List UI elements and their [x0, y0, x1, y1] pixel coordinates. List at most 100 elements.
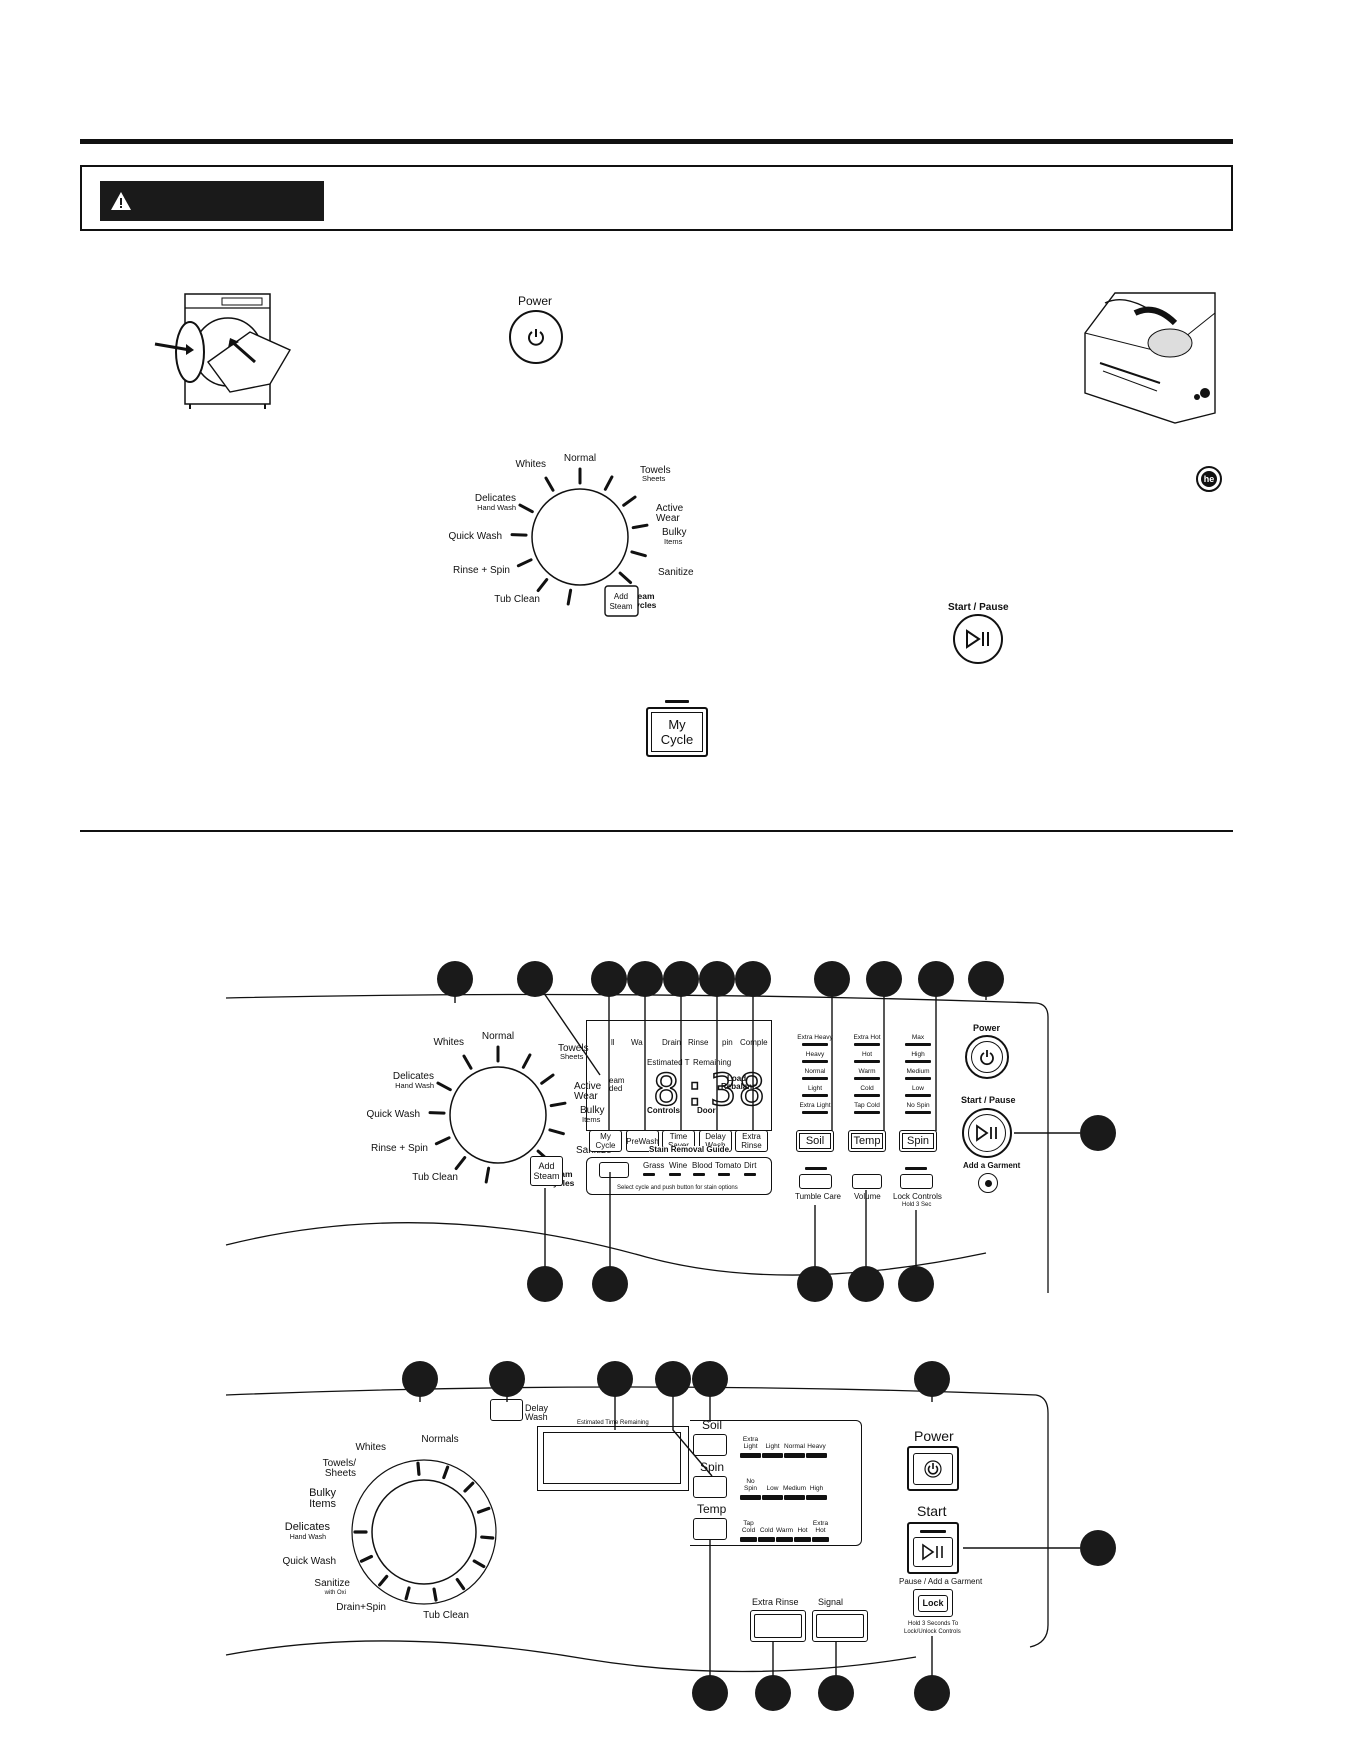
spin-level-indicator — [905, 1043, 931, 1046]
dial-label: Items — [309, 1498, 336, 1510]
display-top-6: Comple — [740, 1038, 768, 1047]
dial-tick — [454, 1156, 467, 1171]
lock-controls-button[interactable] — [900, 1174, 933, 1189]
panel1-start-pause-button[interactable] — [962, 1108, 1012, 1158]
stain-bar-2 — [669, 1173, 681, 1176]
power-icon — [980, 1050, 994, 1066]
dial-label: Hand Wash — [290, 1534, 326, 1541]
panel1-start-pause-label: Start / Pause — [961, 1095, 1016, 1105]
dial-tick — [432, 1587, 438, 1602]
panel2-cycle-dial: NormalsWhitesTowels/SheetsBulkyItemsDeli… — [282, 1434, 497, 1621]
signal-label: Signal — [818, 1597, 844, 1607]
lock-inner: Lock — [918, 1594, 948, 1612]
callout-p2-8 — [692, 1675, 728, 1711]
dial-tick — [548, 1128, 565, 1136]
lock-indicator — [905, 1167, 927, 1170]
soil-level-label: Light — [765, 1443, 780, 1450]
panel1-power-label: Power — [973, 1023, 1001, 1033]
callout-p1-7 — [735, 961, 771, 997]
panel2-temp-button[interactable] — [693, 1518, 727, 1540]
callout-p1-15 — [797, 1266, 833, 1302]
callout-p1-8 — [814, 961, 850, 997]
spin-level-indicator — [806, 1495, 827, 1500]
dial-label: Tub Clean — [412, 1172, 458, 1183]
dial-tick — [484, 1166, 491, 1184]
dial-label: Whites — [433, 1037, 464, 1048]
dial-label: Quick Wash — [282, 1556, 336, 1567]
stain-item-dirt: Dirt — [744, 1161, 757, 1170]
spin-level-indicator — [905, 1111, 931, 1114]
temp-level-indicator — [794, 1537, 811, 1542]
tumble-care-label: Tumble Care — [795, 1192, 841, 1201]
top-start-pause-button[interactable] — [953, 614, 1003, 664]
option-label-2: Wash — [705, 1141, 725, 1150]
add-garment-button[interactable] — [978, 1173, 998, 1193]
dial-label: Tub Clean — [423, 1610, 469, 1621]
dial-knob[interactable] — [449, 1066, 547, 1164]
top-power-button[interactable] — [509, 310, 563, 364]
power-icon — [528, 329, 544, 346]
power-icon — [924, 1459, 942, 1478]
volume-button[interactable] — [852, 1174, 882, 1189]
add-garment-dot — [984, 1179, 992, 1187]
dial-knob[interactable] — [371, 1479, 477, 1585]
panel2-soil-button[interactable] — [693, 1434, 727, 1456]
pause-add-label: Pause / Add a Garment — [899, 1577, 983, 1586]
panel2-spin-button[interactable] — [693, 1476, 727, 1498]
spin-button[interactable]: Spin — [899, 1130, 937, 1152]
dial-label: Wear — [656, 513, 680, 524]
dial-tick — [463, 1481, 475, 1493]
spin-level-label: Medium — [906, 1068, 930, 1075]
dial-knob[interactable] — [531, 488, 629, 586]
tumble-care-button[interactable] — [799, 1174, 832, 1189]
temp-level-indicator — [854, 1111, 880, 1114]
display-left-1: eam — [609, 1076, 625, 1085]
top-start-pause-label: Start / Pause — [948, 602, 1009, 613]
callout-p2-2 — [489, 1361, 525, 1397]
option-label-2: Saver — [668, 1141, 689, 1150]
warning-label-bar — [100, 181, 324, 221]
soil-level-indicator — [802, 1077, 828, 1080]
dial-label: Quick Wash — [448, 531, 502, 542]
lock-controls-label: Lock Controls — [893, 1192, 942, 1201]
dial-tick — [480, 1535, 495, 1540]
callout-p2-7 — [1080, 1530, 1116, 1566]
spin-level-label: Low — [766, 1485, 779, 1492]
panel2-start-button[interactable] — [907, 1522, 959, 1574]
temp-button[interactable]: Temp — [848, 1130, 886, 1152]
soil-level-indicator — [802, 1060, 828, 1063]
temp-level-label: Cold — [860, 1085, 874, 1092]
soil-level-indicator — [802, 1111, 828, 1114]
temp-level-label: Hot — [861, 1051, 873, 1058]
signal-button[interactable] — [812, 1610, 868, 1642]
dial-tick — [378, 1574, 389, 1587]
dial-label: Delicates — [393, 1071, 434, 1082]
panel2-power-button[interactable] — [907, 1446, 959, 1491]
panel1-power-button[interactable] — [965, 1035, 1009, 1079]
panel2-lock-button[interactable]: Lock — [913, 1589, 953, 1617]
tumble-care-indicator — [805, 1167, 827, 1170]
dial-tick — [622, 495, 637, 507]
soil-level-indicator — [740, 1453, 761, 1458]
dial-tick — [618, 571, 633, 585]
display-right-2: Rebalanc — [721, 1082, 757, 1091]
soil-level-label: Heavy — [807, 1443, 826, 1450]
lock-hold-label: Hold 3 Sec — [902, 1202, 932, 1208]
extra-rinse-button[interactable] — [750, 1610, 806, 1642]
dial-label: Cycles — [629, 600, 657, 610]
dial-tick — [630, 550, 647, 558]
soil-button[interactable]: Soil — [796, 1130, 834, 1152]
stain-button[interactable] — [599, 1162, 629, 1178]
top-add-steam-button[interactable] — [604, 585, 639, 617]
dial-tick — [476, 1506, 491, 1514]
power-inner-ring — [971, 1041, 1003, 1073]
dial-label: Quick Wash — [366, 1109, 420, 1120]
spin-level-label: Max — [911, 1034, 925, 1041]
panel2-soil-label: Soil — [702, 1418, 723, 1432]
dial-label: Active — [574, 1081, 602, 1092]
